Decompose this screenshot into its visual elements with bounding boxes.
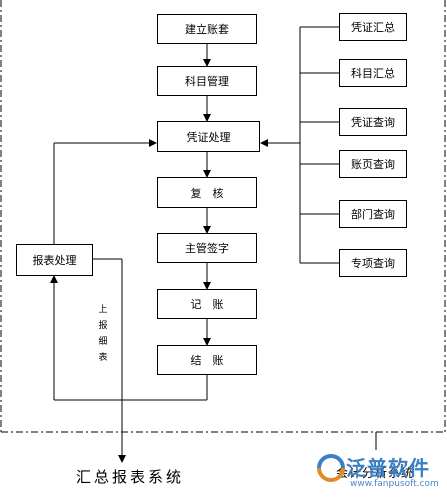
ledger-query-box: 账页查询 [339, 150, 407, 178]
summary-report-system-label: 汇总报表系统 [76, 468, 185, 486]
logo-name: 泛普软件 [346, 456, 430, 480]
upload-note-char: 表 [98, 353, 108, 363]
upload-detail-note: 上 报 细 表 [97, 302, 109, 366]
report-processing-box: 报表处理 [16, 244, 93, 276]
voucher-query-box: 凭证查询 [339, 108, 407, 136]
logo-mark-icon [317, 454, 345, 482]
fanpusoft-logo: 泛普软件 www.fanpusoft.com [316, 452, 444, 498]
bookkeeping-box: 记 账 [157, 289, 257, 319]
upload-note-char: 细 [98, 337, 108, 347]
department-query-box: 部门查询 [339, 200, 407, 228]
upload-note-char: 报 [98, 321, 108, 331]
setup-account-box: 建立账套 [157, 14, 257, 44]
account-management-box: 科目管理 [157, 66, 257, 96]
voucher-summary-box: 凭证汇总 [339, 13, 407, 41]
voucher-processing-box: 凭证处理 [157, 121, 260, 152]
closing-box: 结 账 [157, 345, 257, 375]
account-summary-box: 科目汇总 [339, 59, 407, 87]
supervisor-sign-box: 主管签字 [157, 233, 257, 263]
review-box: 复 核 [157, 177, 257, 208]
accounting-analysis-system-label: 会计分析系统 [336, 466, 415, 480]
upload-note-char: 上 [98, 305, 108, 315]
logo-url: www.fanpusoft.com [350, 479, 439, 489]
project-query-box: 专项查询 [339, 249, 407, 277]
